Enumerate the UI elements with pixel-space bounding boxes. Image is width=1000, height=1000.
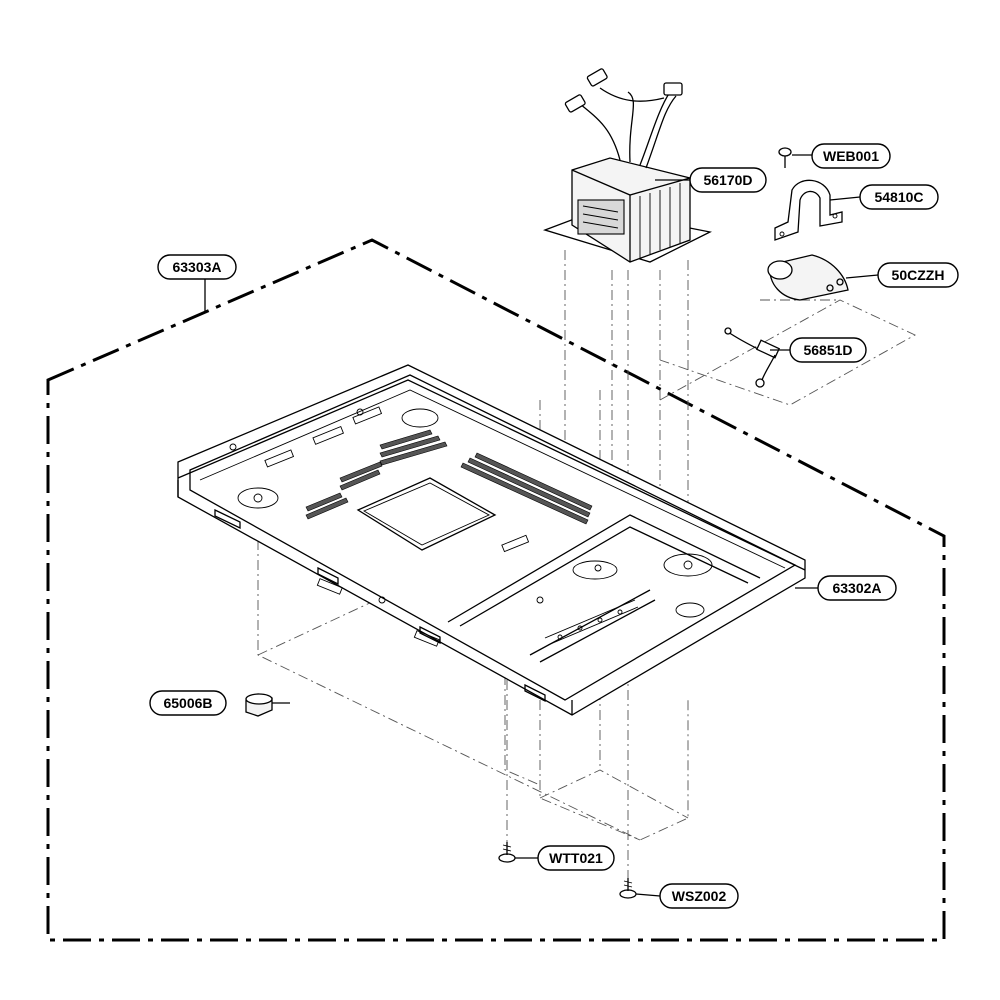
screw-wsz002 bbox=[619, 878, 637, 899]
screw-web001 bbox=[778, 147, 792, 168]
callout-wtt021: WTT021 bbox=[537, 845, 615, 871]
callout-label: WEB001 bbox=[823, 148, 879, 164]
callout-label: 63302A bbox=[832, 580, 881, 596]
transformer bbox=[542, 68, 712, 263]
leader-lines bbox=[204, 154, 879, 897]
callout-label: 50CZZH bbox=[892, 267, 945, 283]
callout-label: WSZ002 bbox=[672, 888, 727, 904]
foot-65006b bbox=[245, 693, 273, 717]
capacitor-bracket bbox=[774, 179, 843, 241]
callout-56851d: 56851D bbox=[789, 337, 867, 363]
callout-label: 65006B bbox=[163, 695, 212, 711]
vent-slots-upper bbox=[305, 429, 448, 520]
emboss-slots bbox=[264, 406, 530, 647]
diode bbox=[724, 327, 781, 388]
vent-slots-right bbox=[460, 452, 593, 525]
callout-54810c: 54810C bbox=[859, 184, 939, 210]
base-plate bbox=[177, 364, 806, 716]
callout-63302a: 63302A bbox=[817, 575, 897, 601]
screw-wtt021 bbox=[498, 842, 516, 863]
capacitor bbox=[767, 254, 849, 301]
callout-label: 63303A bbox=[172, 259, 221, 275]
callout-label: 56851D bbox=[803, 342, 852, 358]
assembly-boundary bbox=[46, 238, 946, 942]
callout-label: 56170D bbox=[703, 172, 752, 188]
callout-63303a: 63303A bbox=[157, 254, 237, 280]
callout-65006b: 65006B bbox=[149, 690, 227, 716]
callout-label: WTT021 bbox=[549, 850, 603, 866]
projection-lines bbox=[257, 250, 916, 880]
callout-label: 54810C bbox=[874, 189, 923, 205]
callout-56170d: 56170D bbox=[689, 167, 767, 193]
callout-wsz002: WSZ002 bbox=[659, 883, 739, 909]
callout-50czzh: 50CZZH bbox=[877, 262, 959, 288]
callout-web001: WEB001 bbox=[811, 143, 891, 169]
